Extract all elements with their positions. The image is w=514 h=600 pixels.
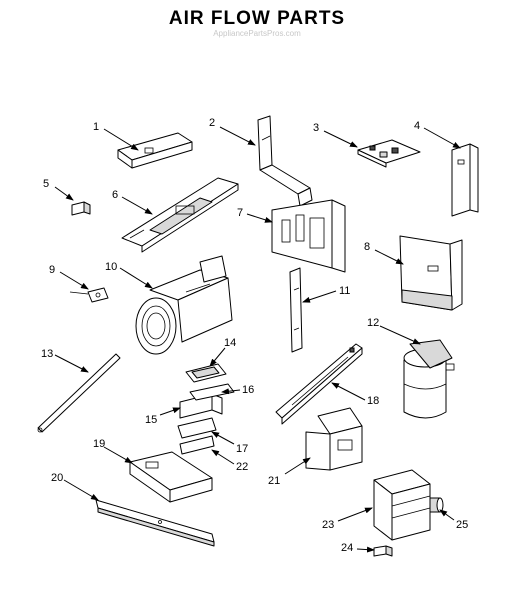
callout-17: 17: [211, 431, 248, 455]
callout-2: 2: [209, 117, 256, 146]
svg-text:21: 21: [268, 475, 280, 487]
part-18-rail: [275, 343, 363, 425]
part-11-side-strip: [289, 267, 303, 353]
part-2-air-guide: [257, 115, 313, 207]
callout-19: 19: [93, 438, 133, 464]
callout-21: 21: [268, 457, 311, 487]
callout-13: 13: [41, 348, 89, 373]
svg-text:7: 7: [237, 207, 243, 219]
svg-text:16: 16: [242, 384, 254, 396]
svg-text:13: 13: [41, 348, 53, 360]
part-7-motor-bracket: [271, 199, 346, 273]
svg-text:19: 19: [93, 438, 105, 450]
watermark: AppliancePartsPros.com: [213, 29, 301, 38]
part-20-bottom-rail: [95, 499, 215, 547]
svg-text:17: 17: [236, 443, 248, 455]
diagram-title: AIR FLOW PARTS: [168, 8, 346, 29]
part-9-thermal-switch: [69, 287, 109, 303]
part-3-control-board: [357, 139, 421, 168]
part-10-fan-motor: [135, 255, 233, 355]
part-23-magnetron: [373, 469, 431, 541]
part-12-motor: [403, 339, 455, 419]
callout-11: 11: [302, 285, 350, 303]
callout-22: 22: [211, 449, 248, 473]
svg-text:14: 14: [224, 337, 236, 349]
svg-text:11: 11: [339, 285, 350, 297]
svg-text:18: 18: [367, 395, 379, 407]
svg-text:20: 20: [51, 472, 63, 484]
callout-4: 4: [414, 120, 461, 149]
callout-23: 23: [322, 507, 373, 531]
svg-text:2: 2: [209, 117, 215, 129]
callout-9: 9: [49, 264, 89, 290]
part-1-vent-cover: [117, 132, 193, 169]
part-19-duct-connector: [129, 451, 213, 503]
part-4-side-panel: [451, 143, 479, 217]
svg-text:5: 5: [43, 178, 49, 190]
part-14-filter-frame: [185, 363, 227, 383]
callout-3: 3: [313, 122, 358, 148]
svg-text:24: 24: [341, 542, 353, 554]
part-24-clip: [373, 545, 393, 557]
callout-1: 1: [93, 121, 139, 151]
part-13-rod: [37, 353, 121, 433]
callout-25: 25: [439, 509, 468, 531]
svg-text:15: 15: [145, 414, 157, 426]
svg-text:1: 1: [93, 121, 99, 133]
svg-text:23: 23: [322, 519, 334, 531]
part-16-plate: [189, 383, 235, 401]
svg-text:3: 3: [313, 122, 319, 134]
callout-5: 5: [43, 178, 74, 201]
callout-6: 6: [112, 189, 153, 215]
callout-20: 20: [51, 472, 99, 501]
svg-text:22: 22: [236, 461, 248, 473]
callout-24: 24: [341, 542, 375, 554]
callout-16: 16: [221, 384, 254, 396]
part-17-gasket: [177, 417, 217, 439]
part-21-magnetron-bracket: [305, 407, 363, 471]
part-22-spacer: [179, 435, 215, 455]
part-8-cover-panel: [399, 235, 463, 311]
svg-text:9: 9: [49, 264, 55, 276]
part-6-air-duct: [121, 177, 239, 253]
svg-text:12: 12: [367, 317, 379, 329]
svg-text:25: 25: [456, 519, 468, 531]
svg-text:4: 4: [414, 120, 420, 132]
callout-18: 18: [331, 382, 379, 407]
svg-text:8: 8: [364, 241, 370, 253]
callout-7: 7: [237, 207, 273, 223]
callout-8: 8: [364, 241, 404, 265]
svg-text:6: 6: [112, 189, 118, 201]
callout-15: 15: [145, 407, 181, 426]
part-25-antenna: [429, 497, 444, 513]
callout-12: 12: [367, 317, 421, 345]
callout-14: 14: [209, 337, 236, 367]
part-5-clip: [71, 201, 91, 216]
callout-10: 10: [105, 261, 153, 289]
svg-text:10: 10: [105, 261, 117, 273]
